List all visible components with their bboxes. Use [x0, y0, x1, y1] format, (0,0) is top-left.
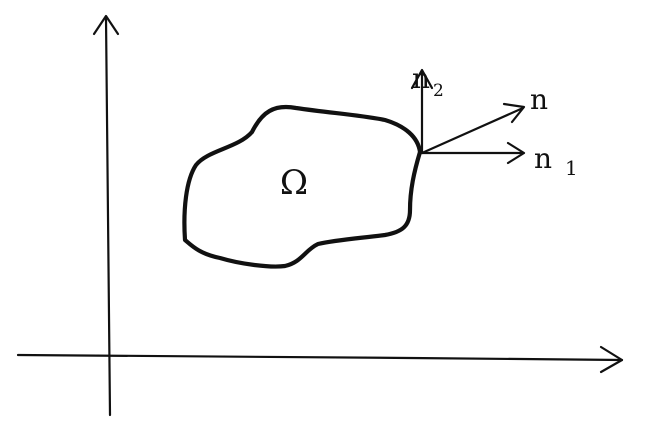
region-label: Ω — [280, 163, 308, 203]
normal-x-label: n — [534, 142, 552, 175]
normal-vectors — [410, 68, 526, 165]
region-boundary — [182, 104, 423, 269]
normal-x-subscript: 1 — [565, 156, 578, 180]
normal-y-subscript: 2 — [433, 81, 444, 101]
y-axis-line — [104, 16, 112, 417]
normal-arrowhead — [502, 102, 526, 124]
x-axis-arrowhead — [599, 345, 624, 374]
normal-arrow — [420, 106, 525, 155]
normal-y-arrowhead — [410, 68, 434, 90]
coordinate-axes — [16, 14, 624, 417]
x-axis-line — [16, 353, 624, 362]
normal-y-label: n — [412, 62, 430, 95]
normal-x-arrowhead — [506, 141, 526, 165]
y-axis-arrowhead — [92, 14, 120, 36]
normal-label: n — [530, 83, 548, 116]
